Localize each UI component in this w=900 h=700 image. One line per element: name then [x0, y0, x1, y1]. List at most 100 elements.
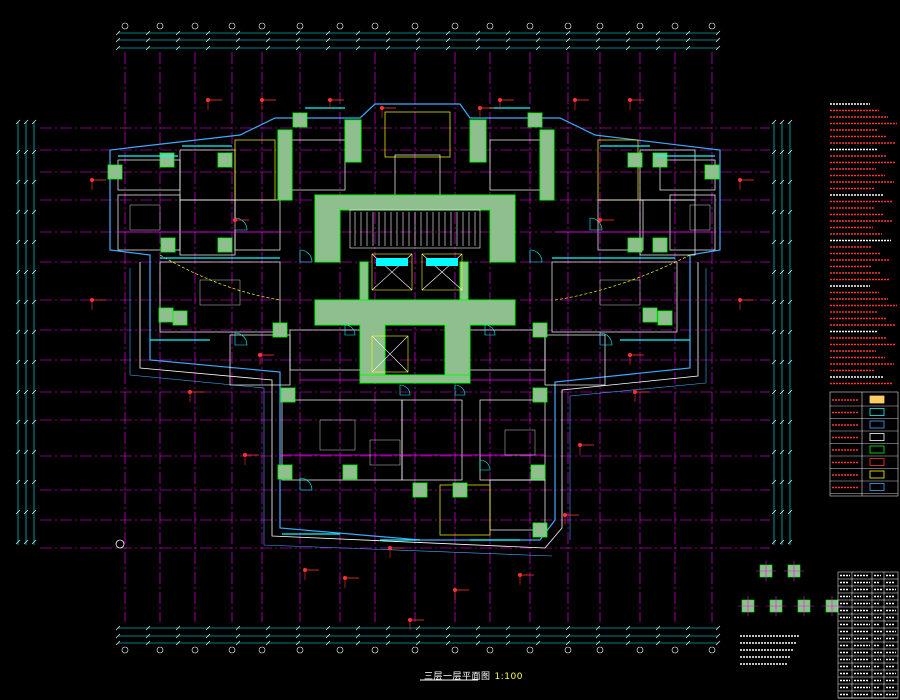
dim-tick [715, 45, 721, 51]
legend-swatch [869, 470, 885, 479]
grid-bubble [156, 22, 164, 30]
dim-tick [265, 45, 271, 51]
dim-tick [715, 640, 721, 646]
dim-tick [15, 419, 21, 425]
dim-tick [385, 37, 391, 43]
dim-tick [787, 209, 793, 215]
dim-tick [475, 45, 481, 51]
dim-tick [779, 539, 785, 545]
column [158, 307, 174, 323]
dim-tick [31, 539, 37, 545]
column [107, 164, 123, 180]
dim-tick [685, 633, 691, 639]
dim-tick [771, 329, 777, 335]
drawing-title-text: 三层一层平面图 [424, 672, 491, 682]
dim-tick [445, 37, 451, 43]
column [657, 310, 673, 326]
dim-tick [685, 625, 691, 631]
dim-tick [475, 37, 481, 43]
dim-tick [23, 299, 29, 305]
dim-tick [771, 239, 777, 245]
grid-bubble-left [115, 539, 125, 549]
dim-tick [235, 37, 241, 43]
grid-bubble [636, 646, 644, 654]
dim-tick [787, 239, 793, 245]
dim-tick [535, 625, 541, 631]
dim-tick [115, 633, 121, 639]
dim-tick [15, 359, 21, 365]
dim-tick [23, 179, 29, 185]
dim-tick [15, 299, 21, 305]
dimension-ticks [15, 30, 793, 646]
dim-tick [445, 625, 451, 631]
dim-tick [175, 45, 181, 51]
column [292, 112, 308, 128]
dim-tick [385, 30, 391, 36]
dim-tick [31, 479, 37, 485]
dim-tick [205, 45, 211, 51]
room-partition [639, 149, 696, 201]
dim-tick [15, 449, 21, 455]
room-partition [229, 334, 291, 386]
dim-tick [779, 359, 785, 365]
dim-tick [295, 45, 301, 51]
dim-tick [779, 119, 785, 125]
furniture [369, 439, 401, 466]
dim-tick [625, 633, 631, 639]
dim-tick [31, 449, 37, 455]
drawing-scale: 1:100 [494, 672, 523, 682]
dim-tick [771, 509, 777, 515]
furniture [129, 204, 161, 231]
grid-bubble [596, 646, 604, 654]
dim-tick [31, 299, 37, 305]
structural-core [277, 119, 555, 384]
column [530, 464, 546, 480]
dim-tick [325, 633, 331, 639]
grid-bubble [451, 22, 459, 30]
dim-tick [779, 449, 785, 455]
grid-bubble [411, 646, 419, 654]
door-swing [589, 217, 603, 231]
dim-tick [565, 640, 571, 646]
column-detail-sketches [738, 561, 842, 665]
dim-tick [31, 119, 37, 125]
dim-tick [655, 37, 661, 43]
column [532, 387, 548, 403]
dim-tick [565, 633, 571, 639]
dim-tick [595, 30, 601, 36]
dim-tick [31, 389, 37, 395]
dim-tick [535, 30, 541, 36]
dim-tick [235, 640, 241, 646]
dim-tick [15, 509, 21, 515]
dim-tick [23, 119, 29, 125]
grid-bubble [228, 22, 236, 30]
dim-tick [535, 37, 541, 43]
grid-bubble [121, 22, 129, 30]
dim-tick [655, 625, 661, 631]
dim-tick [505, 45, 511, 51]
dim-tick [779, 509, 785, 515]
legend-swatch [869, 408, 885, 416]
dim-tick [685, 640, 691, 646]
annotation-markers [90, 98, 754, 630]
dim-tick [15, 269, 21, 275]
dim-tick [115, 37, 121, 43]
grid-bubble [486, 22, 494, 30]
dim-tick [175, 37, 181, 43]
door-swing [529, 249, 543, 263]
dim-tick [175, 633, 181, 639]
dim-tick [265, 633, 271, 639]
dim-tick [535, 633, 541, 639]
grid-bubble [526, 646, 534, 654]
dim-tick [235, 625, 241, 631]
column [627, 237, 643, 253]
dim-tick [15, 209, 21, 215]
dim-tick [535, 640, 541, 646]
dim-tick [15, 329, 21, 335]
furniture [319, 419, 356, 451]
dim-tick [475, 625, 481, 631]
dim-tick [771, 479, 777, 485]
dim-tick [771, 449, 777, 455]
